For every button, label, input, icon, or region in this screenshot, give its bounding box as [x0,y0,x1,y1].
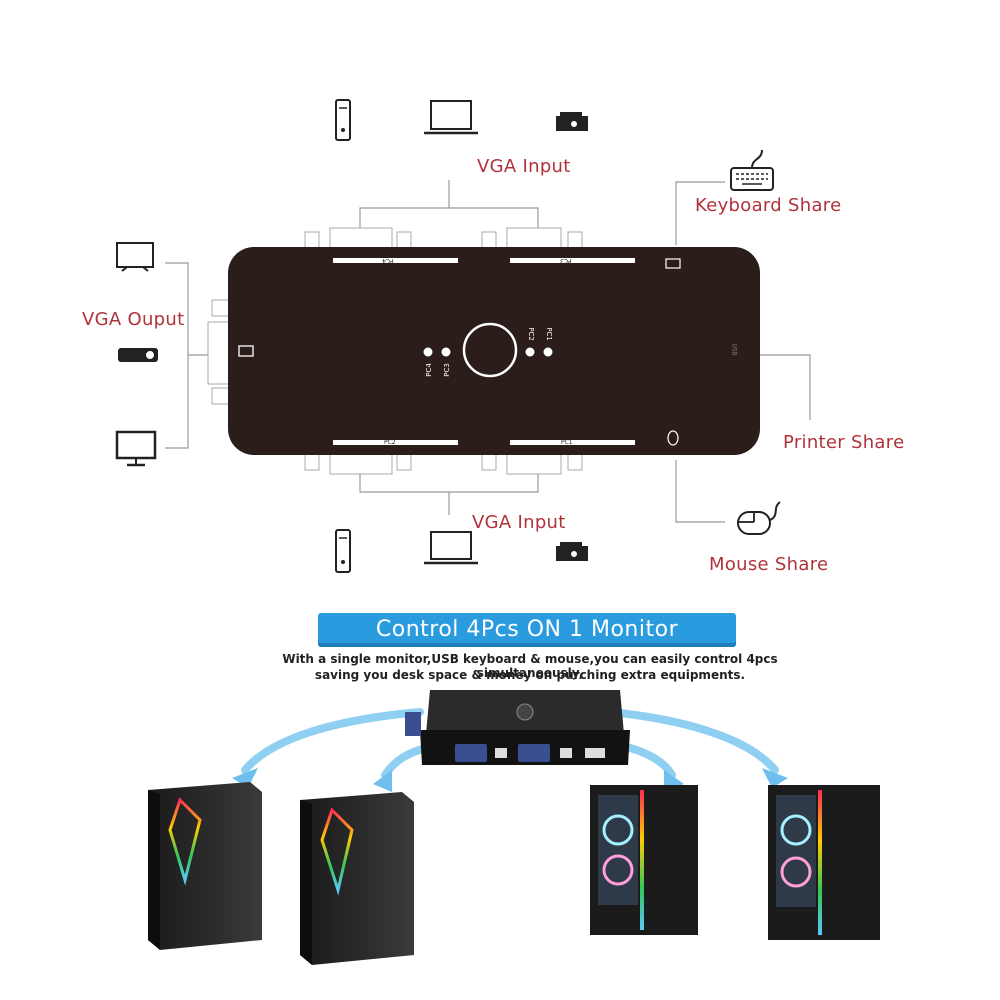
promo-banner: Control 4Pcs ON 1 Monitor [318,613,736,647]
led-label: PC3 [442,363,451,377]
arrow-heads [232,768,788,792]
monitor-icon [116,242,154,272]
keyboard-port-icon [665,258,681,269]
bottom-connector-lines [359,470,539,515]
keyboard-share-label: Keyboard Share [695,195,842,216]
tower-icon [335,99,351,141]
usb-side-label: USB [730,343,738,356]
port-label-top-left: PC4 [382,257,394,264]
vga-port-icon [238,345,254,357]
pc-tower-4 [768,785,880,940]
kvm-switch-body [228,247,760,455]
led-label: PC4 [424,363,433,377]
monitor-icon [115,430,157,467]
mouse-icon [737,501,781,535]
top-connector-lines [359,180,539,228]
bottom-port-outlines [304,453,583,475]
promo-banner-text: Control 4Pcs ON 1 Monitor [375,617,679,642]
pc-tower-1 [148,782,262,950]
top-port-outlines [304,227,583,249]
pc-tower-2 [300,792,414,965]
mouse-share-label: Mouse Share [709,554,829,575]
led-label: PC2 [526,327,535,341]
port-label-top-right: PC3 [560,257,572,264]
projector-icon [556,112,588,131]
mouse-port-icon [667,430,679,446]
left-port-outlines [207,299,231,405]
port-slots [333,258,635,445]
kvm-diagram [115,99,811,573]
right-connector-lines [675,181,811,523]
promo-description-line-1: With a single monitor,USB keyboard & mou… [282,652,778,680]
switch-button[interactable] [462,322,518,378]
port-label-bottom-left: PC2 [384,439,396,446]
laptop-icon [424,531,478,565]
left-connector-lines [165,262,214,449]
product-illustration [148,690,880,965]
connection-arrows [241,708,779,779]
vga-input-top-label: VGA Input [477,156,571,177]
projector-icon [118,348,158,362]
promo-description-line-2: saving you desk space & money on purchin… [314,668,746,682]
vga-output-label: VGA Ouput [82,309,185,330]
laptop-icon [424,100,478,135]
printer-share-label: Printer Share [783,432,905,453]
status-leds [423,347,553,357]
keyboard-icon [730,149,774,191]
pc-tower-3 [590,785,698,935]
kvm-device-photo [405,690,630,765]
projector-icon [556,542,588,561]
led-label: PC1 [544,327,553,341]
vga-input-bottom-label: VGA Input [472,512,566,533]
tower-icon [335,529,351,573]
port-label-bottom-right: PC1 [561,439,573,446]
